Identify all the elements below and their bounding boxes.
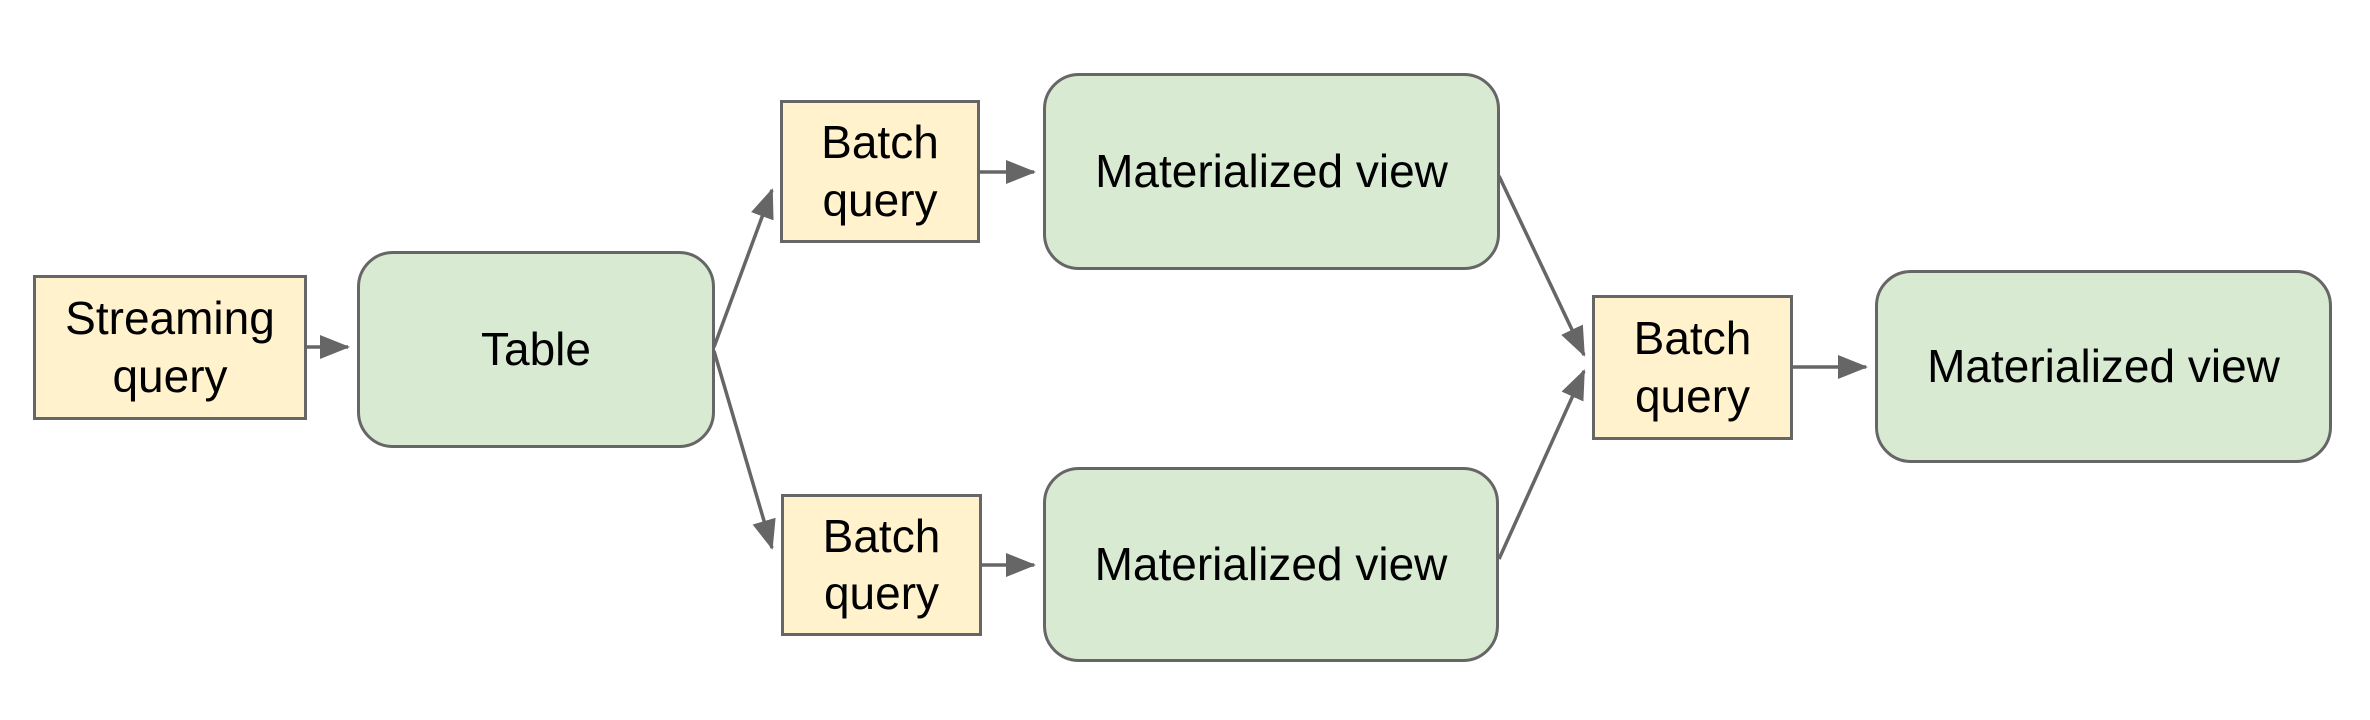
node-label: Batch query [821, 116, 939, 226]
node-table: Table [357, 251, 715, 448]
node-batch-query-bottom: Batch query [781, 494, 982, 636]
node-materialized-view-bottom: Materialized view [1043, 467, 1499, 662]
edge-table-to-batch-query-bottom [712, 350, 776, 550]
node-batch-query-right: Batch query [1592, 295, 1793, 440]
edge-materialized-view-top-to-batch-query-right [1497, 175, 1586, 357]
node-label: Materialized view [1927, 339, 2280, 392]
node-label: Materialized view [1094, 537, 1448, 590]
node-label: Table [481, 322, 591, 375]
node-label: Batch query [1633, 312, 1752, 422]
node-materialized-view-right: Materialized view [1875, 270, 2332, 463]
node-streaming-query: Streaming query [33, 275, 307, 420]
edge-materialized-view-bottom-to-batch-query-right [1497, 369, 1586, 560]
node-materialized-view-top: Materialized view [1043, 73, 1500, 270]
node-label: Streaming query [65, 292, 275, 402]
node-label: Batch query [822, 509, 941, 619]
edge-table-to-batch-query-top [712, 188, 774, 348]
node-batch-query-top: Batch query [780, 100, 980, 243]
node-label: Materialized view [1095, 144, 1448, 197]
